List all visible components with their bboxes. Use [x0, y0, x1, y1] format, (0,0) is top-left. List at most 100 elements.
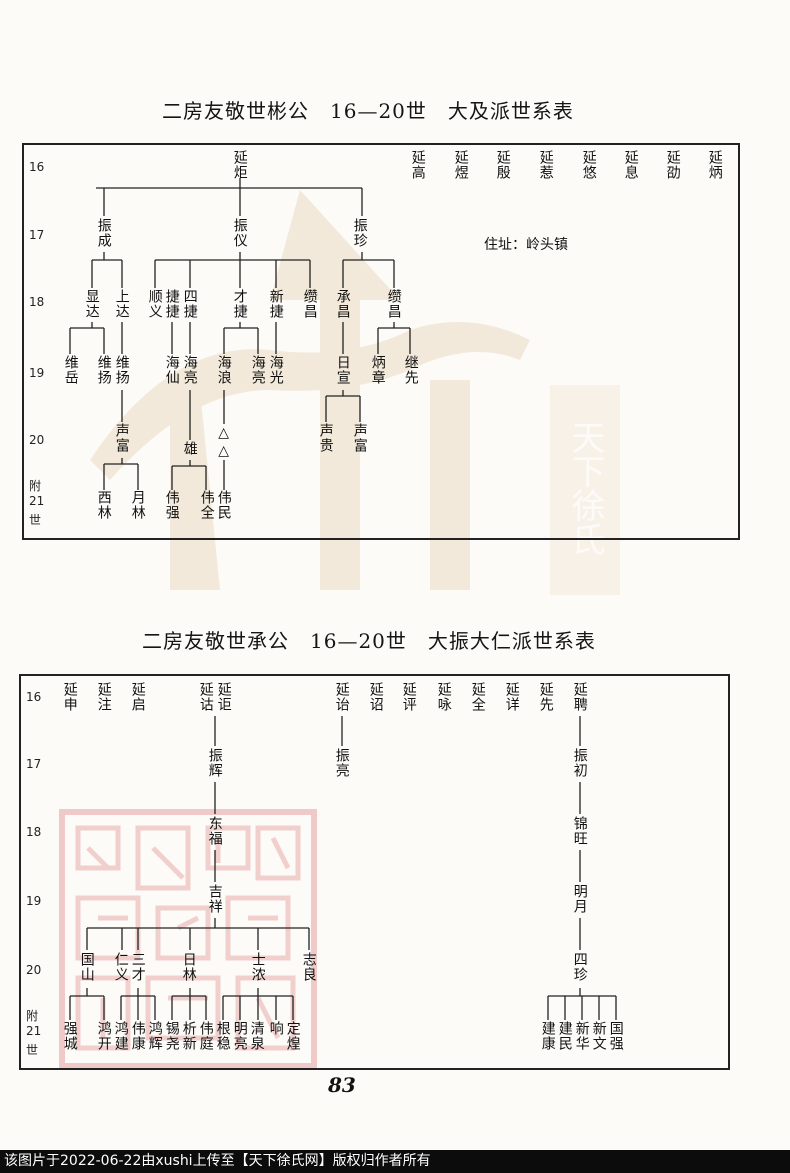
person: 海亮	[181, 355, 198, 385]
person: 缵昌	[301, 289, 318, 319]
table2-frame	[19, 674, 730, 1070]
person: 显达	[83, 289, 100, 319]
gen-label: 20	[26, 963, 42, 977]
gen-label: 18	[29, 295, 45, 309]
person: 延启	[129, 682, 146, 712]
person: 国强	[607, 1021, 624, 1051]
person: 建康	[539, 1021, 556, 1051]
seal-watermark	[59, 809, 317, 1069]
person: 新华	[573, 1021, 590, 1051]
person: 延诒	[333, 682, 350, 712]
person: 伟全	[198, 490, 215, 520]
person: 伟强	[163, 490, 180, 520]
gen-label: 19	[26, 894, 42, 908]
person: 延高	[409, 150, 426, 180]
person: 炳章	[369, 355, 386, 385]
watermark-text: 天下徐氏	[565, 420, 605, 556]
person: 鸿建	[112, 1021, 129, 1051]
person: 清泉	[248, 1021, 265, 1051]
person: 析新	[180, 1021, 197, 1051]
address-note: 住址：岭头镇	[484, 237, 568, 253]
person: 仁义	[112, 952, 129, 982]
person: 振初	[571, 748, 588, 778]
person: 锦旺	[571, 816, 588, 846]
gen-label: 世	[26, 1043, 39, 1057]
person: 延诂	[197, 682, 214, 712]
person: 四捷	[181, 289, 198, 319]
watermark-logo: 天下徐氏	[90, 190, 620, 595]
person: 日林	[180, 952, 197, 982]
person: 延讵	[215, 682, 232, 712]
person: 延劭	[664, 150, 681, 180]
person: 海亮	[249, 355, 266, 385]
person: 延聘	[571, 682, 588, 712]
person: 新捷	[267, 289, 284, 319]
person: 四珍	[571, 952, 588, 982]
person: 维扬	[95, 355, 112, 385]
person: 维岳	[62, 355, 79, 385]
person: 响	[267, 1021, 284, 1036]
person: 延炬	[231, 150, 248, 180]
person: 雄	[181, 441, 198, 456]
gen-label: 20	[29, 433, 45, 447]
gen-label: 17	[26, 757, 42, 771]
person: 伟庭	[197, 1021, 214, 1051]
person: 才捷	[231, 289, 248, 319]
person: 明月	[571, 884, 588, 914]
gen-label: 21	[29, 494, 45, 508]
person: 延评	[400, 682, 417, 712]
person: 锡尧	[163, 1021, 180, 1051]
person: 东福	[206, 816, 223, 846]
person: 鸿开	[95, 1021, 112, 1051]
person: 吉祥	[206, 884, 223, 914]
person: 声贵	[317, 423, 334, 453]
person: 伟康	[129, 1021, 146, 1051]
gen-label: 16	[26, 690, 42, 704]
person: 延申	[61, 682, 78, 712]
person: 振亮	[333, 748, 350, 778]
person: 海仙	[163, 355, 180, 385]
person: 声富	[351, 423, 368, 453]
person: 伟民	[215, 490, 232, 520]
table1-frame	[22, 143, 740, 540]
person: 日宣	[334, 355, 351, 385]
person: 振成	[95, 218, 112, 248]
person: 延先	[537, 682, 554, 712]
person: 延全	[469, 682, 486, 712]
person: 士浓	[249, 952, 266, 982]
person: 月林	[129, 490, 146, 520]
page-number: 83	[328, 1073, 356, 1097]
person: 承昌	[334, 289, 351, 319]
person: △	[215, 443, 232, 460]
person: 海浪	[215, 355, 232, 385]
person: 新文	[590, 1021, 607, 1051]
person: 根稳	[214, 1021, 231, 1051]
gen-label: 世	[29, 513, 42, 527]
person: 延息	[622, 150, 639, 180]
person: 延煜	[452, 150, 469, 180]
person: 鸿辉	[146, 1021, 163, 1051]
person: 延惹	[537, 150, 554, 180]
gen-label: 16	[29, 160, 45, 174]
person: 延悠	[580, 150, 597, 180]
gen-label: 附	[26, 1009, 39, 1023]
person: 维扬	[113, 355, 130, 385]
person: 声富	[113, 423, 130, 453]
person: 振仪	[231, 218, 248, 248]
person: 上达	[113, 289, 130, 319]
person: 明亮	[231, 1021, 248, 1051]
gen-label: 附	[29, 479, 42, 493]
person: 三才	[129, 952, 146, 982]
person: 西林	[95, 490, 112, 520]
person: 延殷	[494, 150, 511, 180]
person: 顺义	[146, 289, 163, 319]
person: 定煌	[284, 1021, 301, 1051]
person: 缵昌	[385, 289, 402, 319]
upload-footer: 该图片于2022-06-22由xushi上传至【天下徐氏网】版权归作者所有	[0, 1150, 790, 1173]
person: 志良	[300, 952, 317, 982]
person: 延注	[95, 682, 112, 712]
person: 建民	[556, 1021, 573, 1051]
person: 延详	[503, 682, 520, 712]
